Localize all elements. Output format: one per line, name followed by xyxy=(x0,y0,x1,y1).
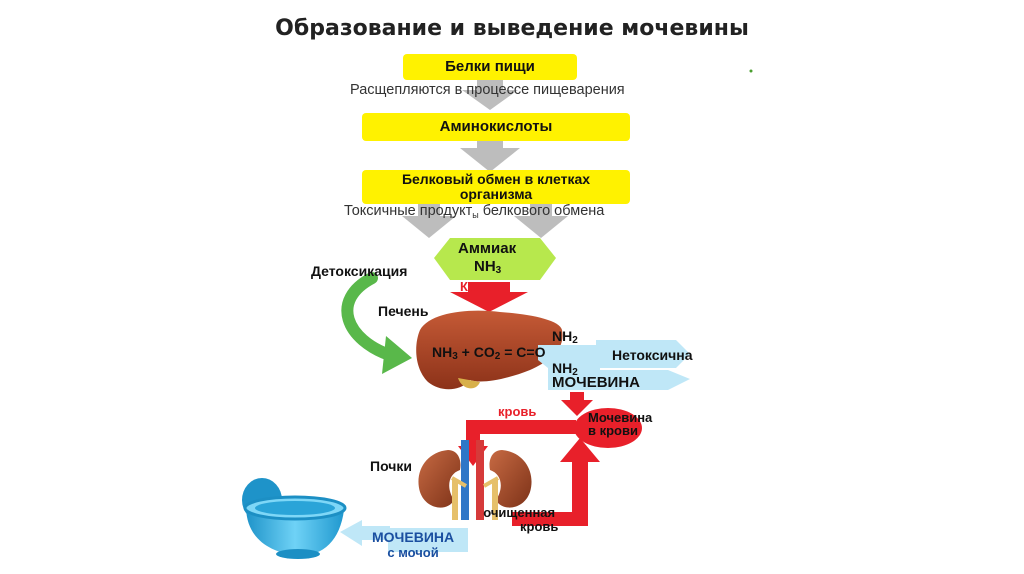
gray-arrow-4 xyxy=(514,204,568,238)
kidneys-label: Почки xyxy=(370,458,413,474)
amino-acids-label: Аминокислоты xyxy=(439,118,553,135)
urea-in-blood-label: Мочевина в крови xyxy=(588,411,652,437)
nh2-top-text: NH xyxy=(552,328,573,344)
food-proteins-box: Белки пищи xyxy=(403,54,577,80)
reaction-plus-co: + CO xyxy=(457,344,495,360)
nontoxic-label: Нетоксична xyxy=(612,347,693,363)
urine-line-2: с мочой xyxy=(387,545,439,560)
reaction-two: 2 xyxy=(494,351,501,362)
toxic-caption-text: Токсичные продукт xyxy=(344,203,473,219)
toxic-caption-suffix: ы xyxy=(472,210,479,220)
nh2-bottom-sub: 2 xyxy=(572,367,578,378)
toxic-caption: Токсичные продукты белкового обмена xyxy=(344,203,604,220)
urea-in-blood-line-1: Мочевина xyxy=(588,410,653,425)
detox-arrow xyxy=(341,272,398,362)
red-arrow-blood xyxy=(450,282,528,312)
toxic-caption-end: белкового обмена xyxy=(478,203,605,219)
cleaned-blood-line-2: кровь xyxy=(520,519,559,534)
cleaned-blood-line-1: очищенная xyxy=(483,505,556,520)
food-proteins-label: Белки пищи xyxy=(445,58,535,75)
urea-label: МОЧЕВИНА xyxy=(552,374,640,391)
ammonia-name: Аммиак xyxy=(458,240,517,257)
nh2-bottom: NH2 xyxy=(552,360,578,378)
nh2-top-sub: 2 xyxy=(572,335,578,346)
potty-icon xyxy=(242,478,347,559)
gray-arrow-2 xyxy=(460,141,520,172)
urea-blood-blob xyxy=(574,408,642,448)
urea-shape xyxy=(538,345,690,390)
reaction-nh: NH xyxy=(432,344,453,360)
ammonia-formula-nh: NH xyxy=(474,258,496,275)
reaction-equals: = C=O xyxy=(500,344,546,360)
nh2-top: NH2 xyxy=(552,328,578,346)
detox-label: Детоксикация xyxy=(311,263,408,279)
urine-label: МОЧЕВИНА с мочой xyxy=(372,529,455,561)
metabolism-box: Белковый обмен в клетках организма xyxy=(362,170,630,204)
gray-arrow-1 xyxy=(462,78,518,110)
metabolism-line-1: Белковый обмен в клетках xyxy=(401,171,591,187)
urine-line-1: МОЧЕВИНА xyxy=(372,529,455,545)
metabolism-line-2: организма xyxy=(459,186,533,202)
kidneys xyxy=(418,440,532,520)
ammonia-hexagon xyxy=(434,238,556,280)
reaction-three: 3 xyxy=(452,351,458,362)
liver-shape xyxy=(416,310,563,390)
red-arrow-urea xyxy=(561,392,593,416)
cleaned-blood-label: очищенная кровь xyxy=(480,506,558,534)
digestion-caption: Расщепляются в процессе пищеварения xyxy=(350,82,625,98)
urea-in-blood-line-2: в крови xyxy=(588,423,638,438)
page-title: Образование и выведение мочевины xyxy=(275,16,749,41)
liver-label: Печень xyxy=(378,303,429,319)
ammonia-formula-sub: 3 xyxy=(495,265,502,276)
amino-acids-box: Аминокислоты xyxy=(362,113,630,141)
blood-lower-label: кровь xyxy=(498,404,537,419)
reaction-formula: NH3 + CO2 = C=O xyxy=(432,344,545,362)
ammonia-formula: NH3 xyxy=(474,258,501,276)
gray-arrow-3 xyxy=(402,204,456,238)
nh2-bottom-text: NH xyxy=(552,360,573,376)
blood-top-label: Кровь xyxy=(460,279,500,294)
urine-arrow xyxy=(340,520,390,546)
